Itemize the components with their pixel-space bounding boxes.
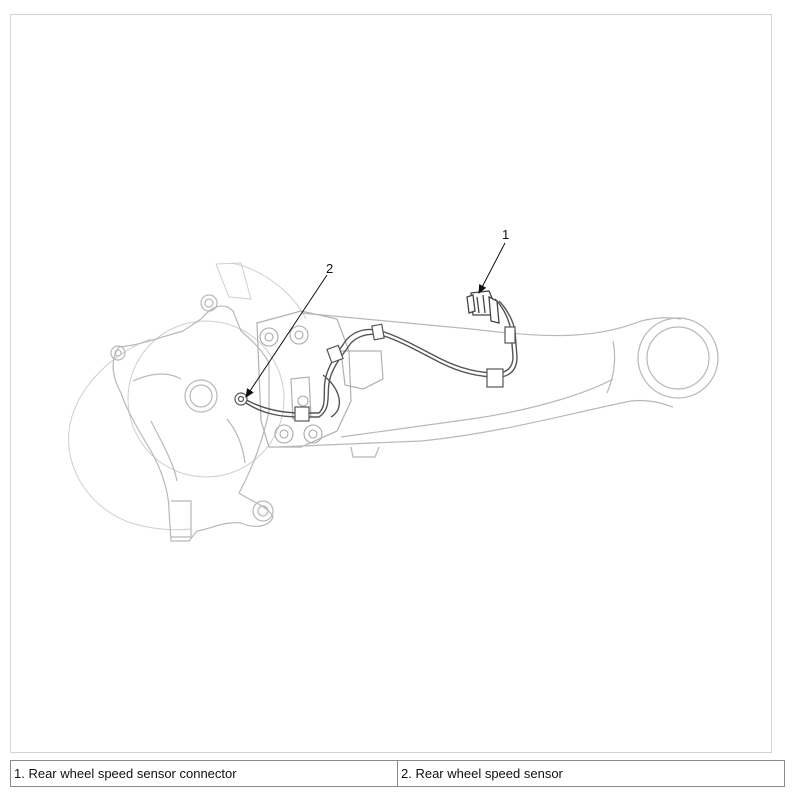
bolt-group (259, 325, 323, 444)
callout-1-leader (478, 242, 506, 294)
callout-1: 1 (478, 227, 509, 294)
knuckle (110, 294, 274, 542)
callout-1-number: 1 (502, 227, 509, 242)
callout-2-leader (245, 274, 328, 398)
rear-suspension-diagram: 1 2 (68, 227, 719, 542)
legend-item-2: 2. Rear wheel speed sensor (397, 760, 785, 787)
brake-disc (68, 262, 307, 531)
sensor-harness (240, 298, 518, 418)
callout-2: 2 (245, 261, 333, 398)
callout-2-number: 2 (326, 261, 333, 276)
legend-table: 1. Rear wheel speed sensor connector 2. … (10, 760, 785, 787)
legend-item-1: 1. Rear wheel speed sensor connector (10, 760, 398, 787)
figure-frame: 1 2 (10, 14, 772, 753)
harness-clips (234, 323, 516, 422)
legend-row: 1. Rear wheel speed sensor connector 2. … (10, 760, 785, 787)
sensor-connector (466, 290, 500, 324)
